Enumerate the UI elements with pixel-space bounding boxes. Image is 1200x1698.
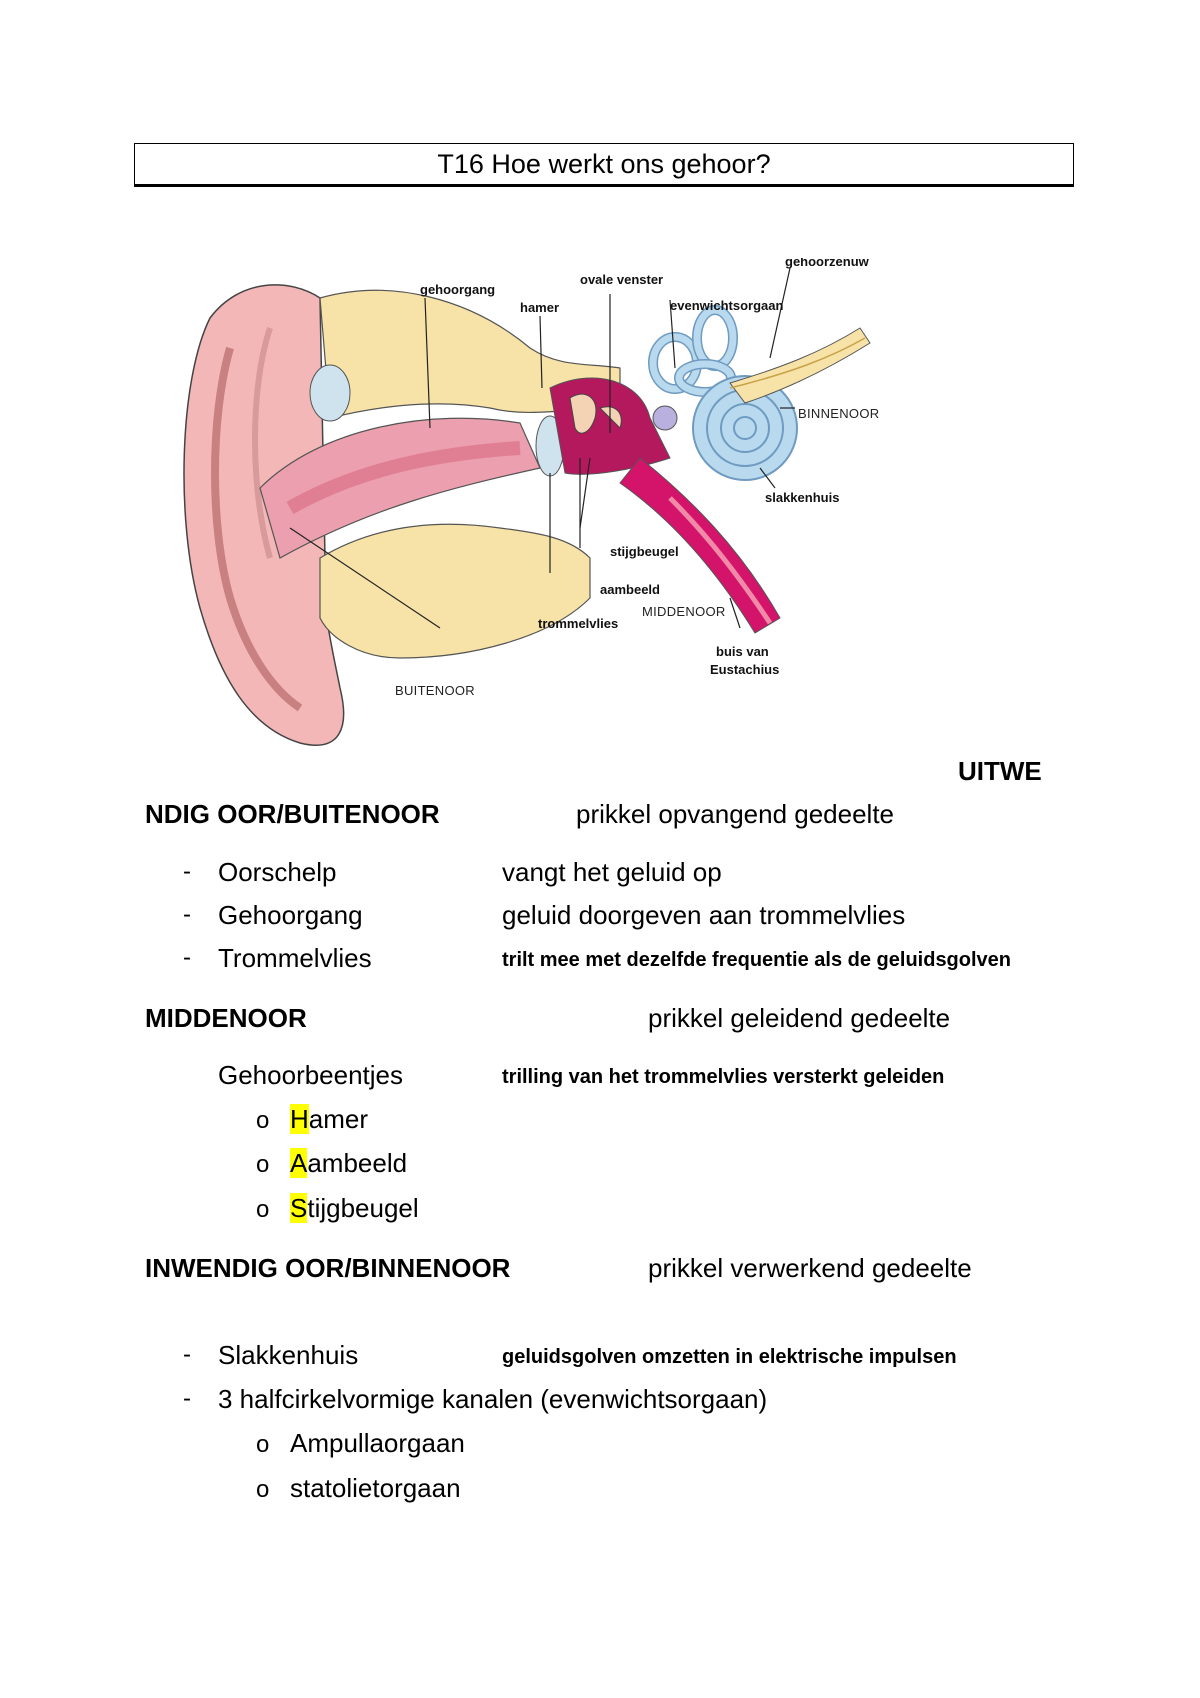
eustachian-tube-shape bbox=[619, 457, 781, 634]
label-gehoorzenuw: gehoorzenuw bbox=[785, 258, 870, 269]
desc-oorschelp: vangt het geluid op bbox=[502, 857, 722, 887]
label-gehoorgang: gehoorgang bbox=[420, 282, 495, 297]
item-oorschelp: Oorschelp bbox=[218, 857, 337, 887]
item-statolietorgaan: statolietorgaan bbox=[290, 1473, 461, 1503]
label-trommelvlies: trommelvlies bbox=[538, 616, 618, 631]
item-gehoorbeentjes: Gehoorbeentjes bbox=[218, 1060, 404, 1090]
label-middenoor: MIDDENOOR bbox=[642, 604, 726, 619]
label-aambeeld: aambeeld bbox=[600, 582, 660, 597]
desc-slakkenhuis: geluidsgolven omzetten in elektrische im… bbox=[502, 1346, 957, 1368]
label-stijgbeugel: stijgbeugel bbox=[610, 544, 679, 559]
desc-gehoorgang: geluid doorgeven aan trommelvlies bbox=[502, 900, 906, 930]
highlight-initial: S bbox=[290, 1193, 308, 1223]
bone-name-rest: amer bbox=[308, 1104, 369, 1134]
highlight-initial: A bbox=[290, 1148, 308, 1178]
auditory-nerve-shape bbox=[729, 327, 871, 404]
label-slakkenhuis: slakkenhuis bbox=[765, 490, 839, 505]
bullet-dash: - bbox=[183, 1385, 191, 1412]
ear-anatomy-figure: gehoorgang hamer ovale venster gehoorzen… bbox=[170, 254, 970, 748]
bullet-dash: - bbox=[183, 1341, 191, 1368]
page-title: T16 Hoe werkt ons gehoor? bbox=[134, 143, 1074, 187]
bone-aambeeld: Aambeeld bbox=[290, 1148, 407, 1179]
inner-ear-heading: INWENDIG OOR/BINNENOOR bbox=[145, 1253, 511, 1283]
item-gehoorgang: Gehoorgang bbox=[218, 900, 363, 930]
label-ovale-venster: ovale venster bbox=[580, 272, 663, 287]
bullet-dash: - bbox=[183, 944, 191, 971]
outer-ear-heading-part2: NDIG OOR/BUITENOOR bbox=[145, 799, 440, 829]
label-eustachius: Eustachius bbox=[710, 662, 779, 677]
label-hamer: hamer bbox=[520, 300, 559, 315]
label-buis-van: buis van bbox=[716, 644, 769, 659]
bullet-circle: o bbox=[256, 1196, 270, 1223]
middle-ear-heading: MIDDENOOR bbox=[145, 1003, 307, 1033]
bullet-circle: o bbox=[256, 1107, 270, 1134]
bullet-dash: - bbox=[183, 901, 191, 928]
item-slakkenhuis: Slakkenhuis bbox=[218, 1340, 359, 1370]
bone-stijgbeugel: Stijgbeugel bbox=[290, 1193, 419, 1224]
bullet-circle: o bbox=[256, 1476, 270, 1503]
label-buitenoor: BUITENOOR bbox=[395, 683, 475, 698]
item-trommelvlies: Trommelvlies bbox=[218, 943, 372, 973]
item-halfcirkelvormige-kanalen: 3 halfcirkelvormige kanalen (evenwichtso… bbox=[218, 1384, 768, 1414]
inner-ear-function: prikkel verwerkend gedeelte bbox=[648, 1253, 972, 1283]
middle-ear-function: prikkel geleidend gedeelte bbox=[648, 1003, 951, 1033]
outer-ear-function: prikkel opvangend gedeelte bbox=[576, 799, 895, 829]
bone-name-rest: ambeeld bbox=[307, 1148, 408, 1178]
bullet-dash: - bbox=[183, 858, 191, 885]
bone-hamer: Hamer bbox=[290, 1104, 368, 1135]
desc-trommelvlies: trilt mee met dezelfde frequentie als de… bbox=[502, 949, 1012, 971]
item-ampullaorgaan: Ampullaorgaan bbox=[290, 1428, 465, 1458]
bullet-circle: o bbox=[256, 1431, 270, 1458]
highlight-initial: H bbox=[290, 1104, 309, 1134]
bone-name-rest: tijgbeugel bbox=[307, 1193, 419, 1223]
desc-gehoorbeentjes: trilling van het trommelvlies versterkt … bbox=[502, 1066, 945, 1088]
bone-lower bbox=[319, 523, 591, 659]
label-evenwichtsorgaan: evenwichtsorgaan bbox=[670, 298, 783, 313]
label-binnenoor: BINNENOOR bbox=[798, 406, 879, 421]
bullet-circle: o bbox=[256, 1151, 270, 1178]
cochlea-shape bbox=[692, 375, 798, 481]
outer-ear-heading-part1: UITWE bbox=[958, 756, 1042, 786]
